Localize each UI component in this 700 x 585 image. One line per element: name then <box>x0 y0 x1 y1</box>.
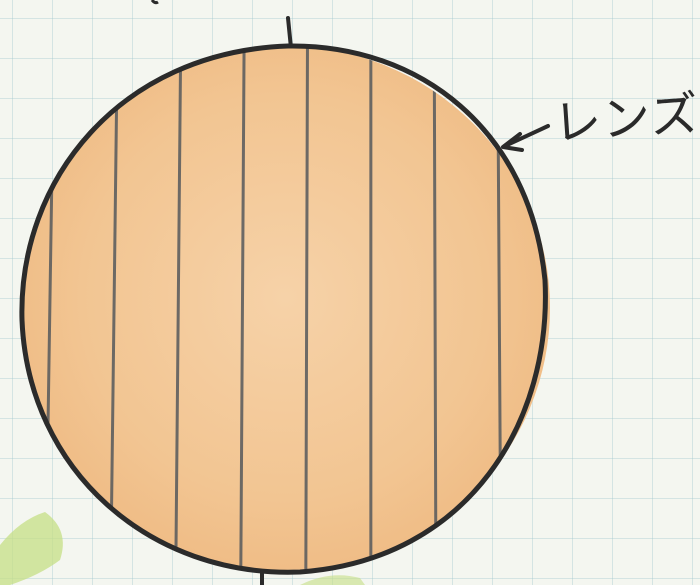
lens-stripe <box>306 40 308 580</box>
lens-label: レンズ <box>551 74 700 154</box>
label-arrow <box>503 126 548 150</box>
ink-mark-top <box>152 0 158 3</box>
green-scribble-right <box>300 575 365 585</box>
lens-stripe <box>498 40 501 580</box>
green-scribble <box>0 512 63 585</box>
lens-stripe <box>434 40 436 580</box>
